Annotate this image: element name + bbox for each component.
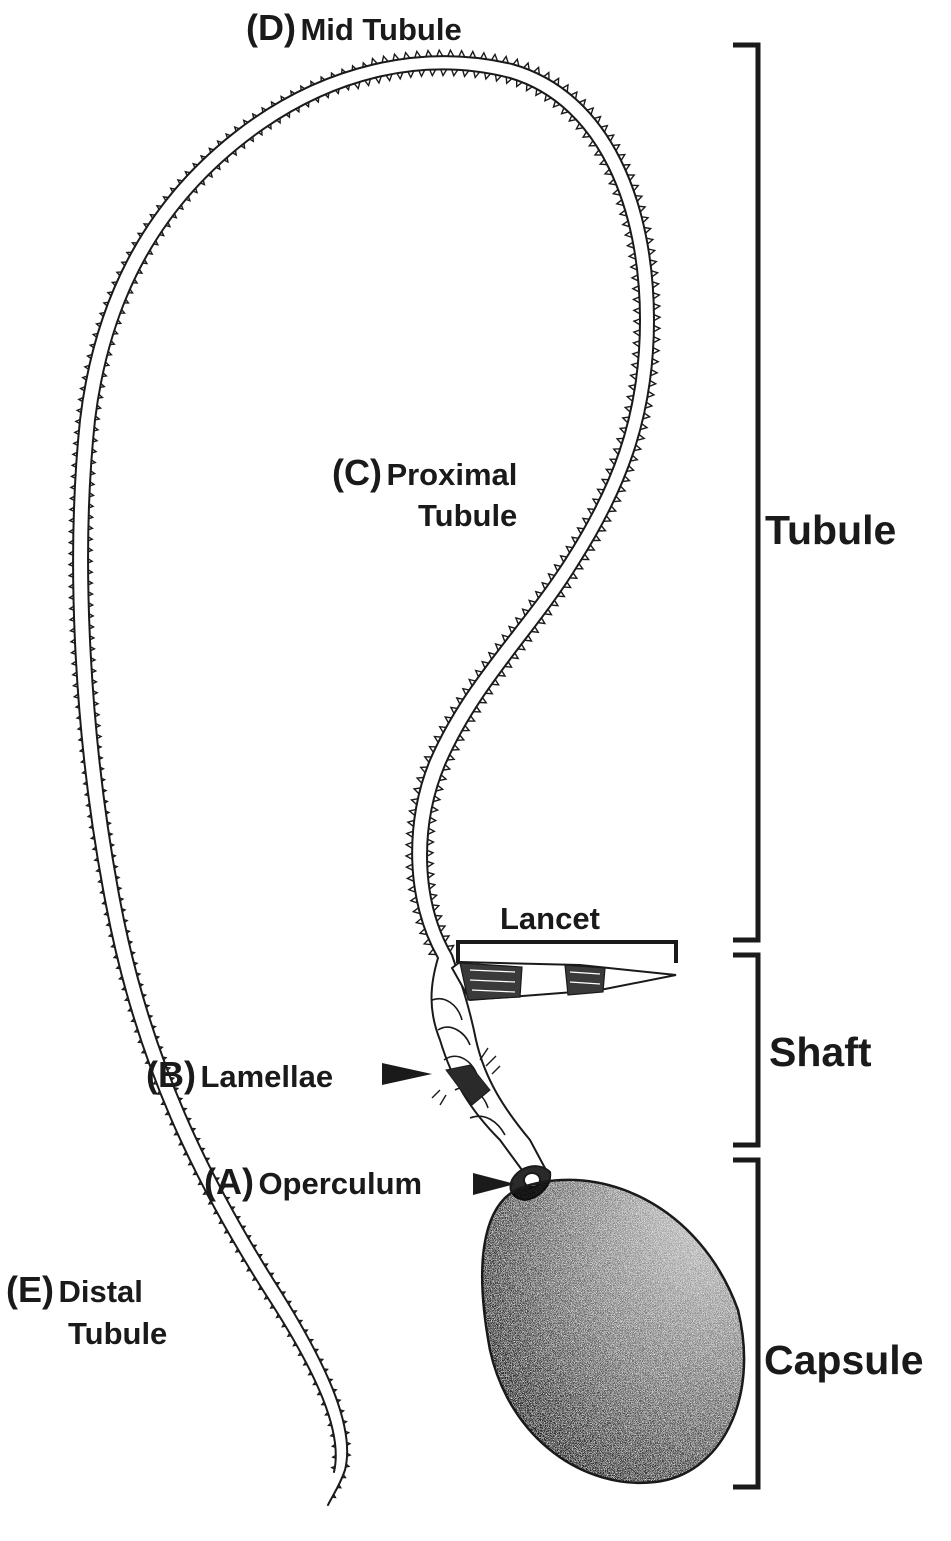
lamellae-label: (B) Lamellae [146, 1057, 333, 1093]
distal-tubule-letter: (E) [6, 1269, 54, 1310]
tubule-region-label: Tubule [765, 510, 896, 551]
lancet-bracket [458, 942, 676, 963]
distal-tubule-label: (E) Distal [6, 1272, 143, 1308]
proximal-tubule-line2: Tubule [418, 500, 517, 531]
lamellae-letter: (B) [146, 1054, 196, 1095]
capsule-region-label: Capsule [764, 1340, 924, 1381]
proximal-tubule-label: (C) Proximal [332, 455, 517, 491]
lamellae-text: Lamellae [200, 1059, 333, 1094]
operculum-arrow [473, 1173, 515, 1195]
region-brackets [733, 45, 758, 1487]
shaft-bracket [733, 955, 758, 1145]
operculum-letter: (A) [204, 1161, 254, 1202]
lancet-label: Lancet [500, 903, 600, 934]
distal-tubule-line2: Tubule [68, 1318, 167, 1349]
proximal-tubule-letter: (C) [332, 452, 382, 493]
mid-tubule-letter: (D) [246, 7, 296, 48]
lamellae-arrow [382, 1063, 432, 1085]
tubule-bracket [733, 45, 758, 940]
proximal-tubule-line1: Proximal [386, 457, 517, 492]
mid-tubule-text: Mid Tubule [300, 12, 461, 47]
lancet [452, 962, 676, 1000]
mid-tubule-label: (D) Mid Tubule [246, 10, 462, 46]
distal-tubule-line1: Distal [58, 1274, 142, 1309]
operculum-text: Operculum [258, 1166, 422, 1201]
shaft-region-label: Shaft [769, 1032, 872, 1073]
capsule [470, 1150, 760, 1500]
operculum-label: (A) Operculum [204, 1164, 422, 1200]
